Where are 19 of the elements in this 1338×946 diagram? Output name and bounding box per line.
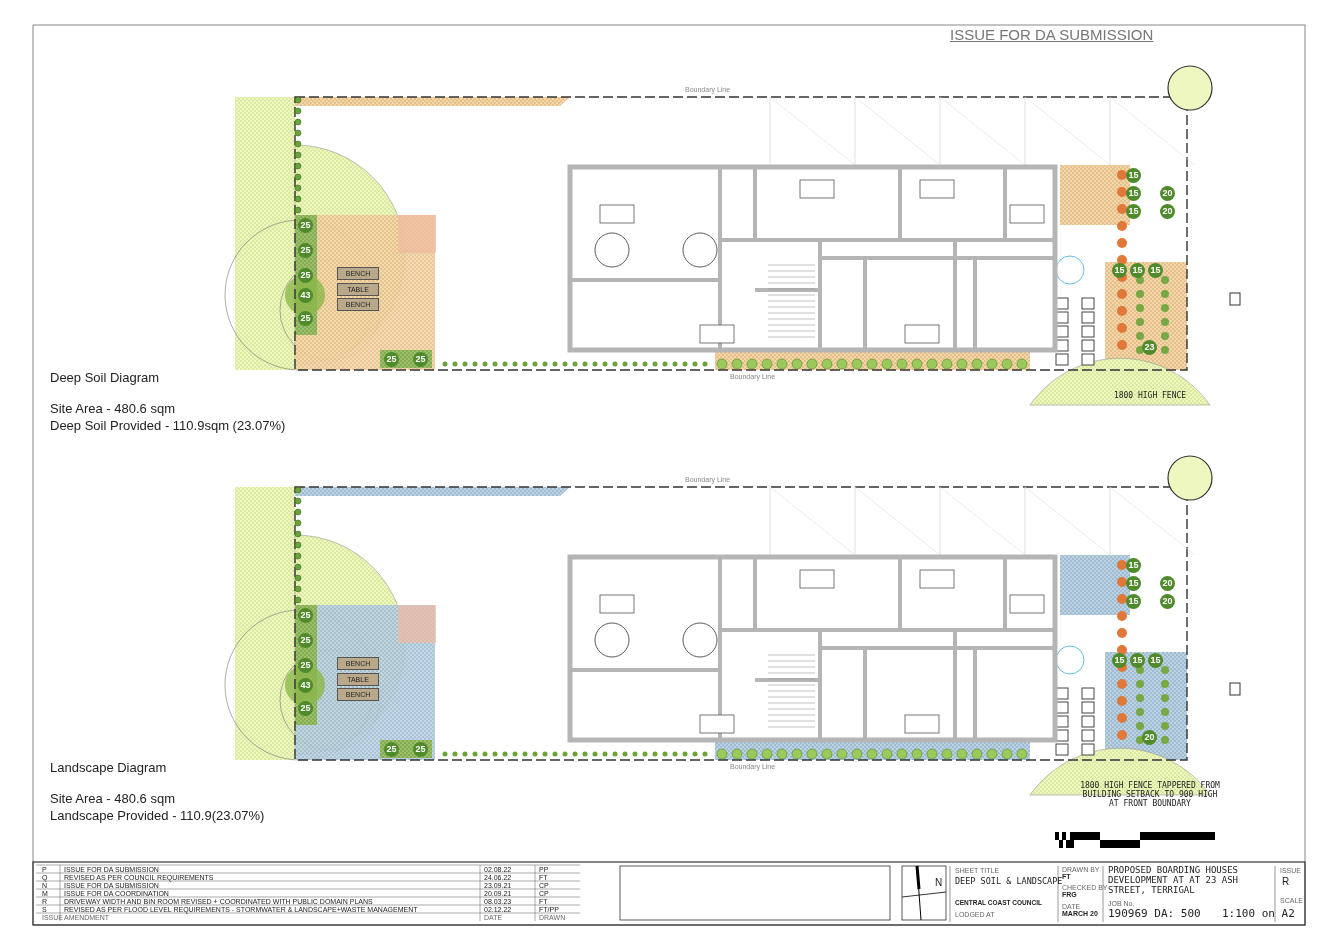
site-area-note: Site Area - 480.6 sqm <box>50 402 175 417</box>
job-number: 190969 DA: 500 <box>1108 908 1201 921</box>
site-area-note: Site Area - 480.6 sqm <box>50 792 175 807</box>
tree-number: 20 <box>1160 594 1175 609</box>
diagram-heading: Deep Soil Diagram <box>50 371 160 386</box>
issue-value: R <box>1282 876 1290 887</box>
provided-area-note: Deep Soil Provided - 110.9sqm (23.07%) <box>50 419 286 434</box>
scale-value: 1:100 on A2 <box>1222 908 1295 921</box>
diagram-heading: Landscape Diagram <box>50 761 167 776</box>
tree-number: 20 <box>1160 186 1175 201</box>
project-title: PROPOSED BOARDING HOUSES DEVELOPMENT AT AT 23 ASH STREET, TERRIGAL <box>1108 866 1240 896</box>
tree-number: 20 <box>1160 204 1175 219</box>
north-label: N <box>935 877 943 888</box>
sheet-title: DEEP SOIL & LANDSCAPE <box>955 877 1063 886</box>
tree-number: 20 <box>1160 576 1175 591</box>
fence-note: 1800 HIGH FENCE TAPPERED FROM BUILDING SETBACK TO 900 HIGH AT FRONT BOUNDARY <box>1080 782 1220 809</box>
fence-note: 1800 HIGH FENCE <box>1112 392 1188 401</box>
provided-area-note: Landscape Provided - 110.9(23.07%) <box>50 809 265 824</box>
issue-heading: ISSUE FOR DA SUBMISSION <box>950 27 1154 44</box>
